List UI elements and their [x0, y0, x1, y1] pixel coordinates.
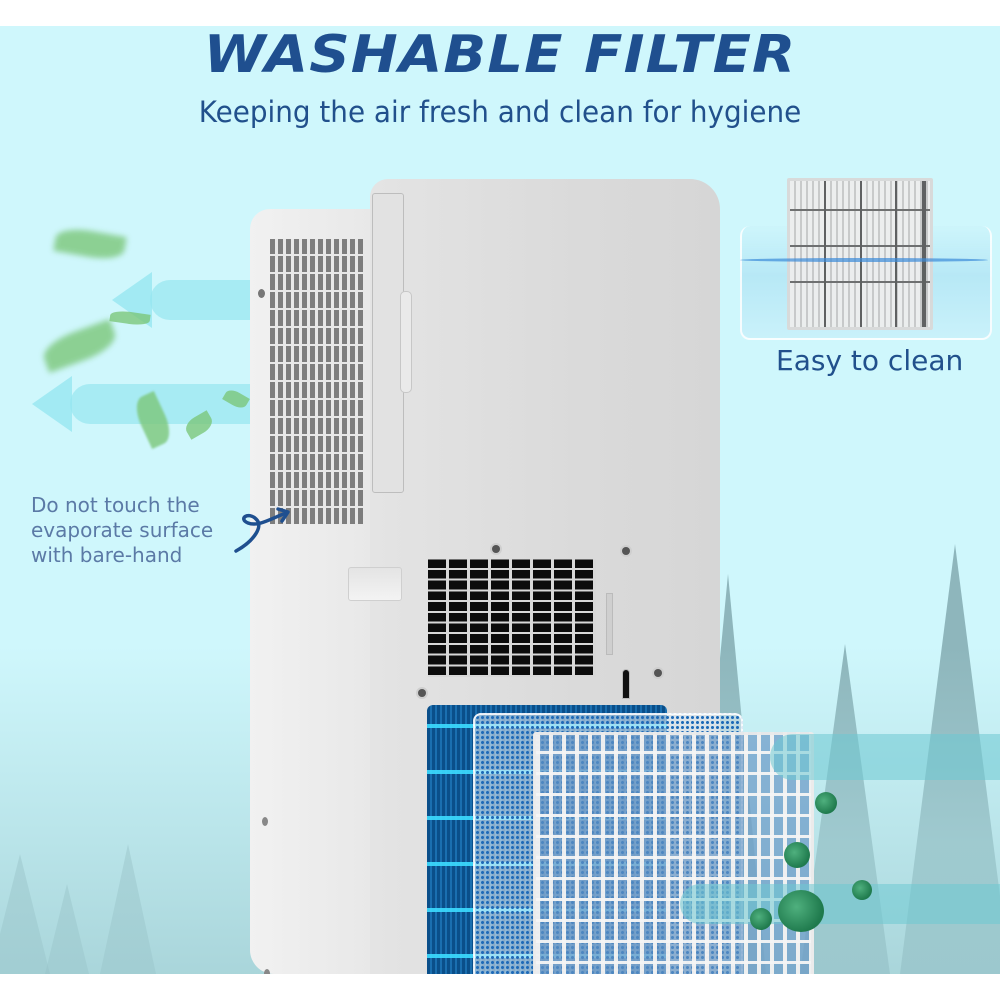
page-title: WASHABLE FILTER [203, 26, 797, 85]
airflow-arrow [680, 884, 1000, 924]
screw-icon [258, 289, 265, 298]
screw-icon [262, 817, 268, 826]
filter-rib [824, 181, 826, 327]
germ-icon [750, 908, 772, 930]
side-slot [606, 593, 613, 655]
warning-note: Do not touch the evaporate surface with … [31, 493, 213, 568]
white-grid-filter [533, 732, 814, 974]
filter-rib [860, 181, 862, 327]
screw-icon [264, 969, 270, 974]
washing-filter-image [787, 178, 933, 330]
arrow-head-icon [32, 376, 72, 432]
screw-icon [418, 689, 426, 697]
page-subtitle: Keeping the air fresh and clean for hygi… [198, 95, 802, 129]
germ-icon [784, 842, 810, 868]
drain-port [622, 669, 630, 699]
product-banner: WASHABLE FILTER Keeping the air fresh an… [0, 26, 1000, 974]
germ-icon [815, 792, 837, 814]
germ-icon [852, 880, 872, 900]
airflow-arrow [770, 734, 1000, 780]
screw-icon [654, 669, 662, 677]
airflow-arrow [150, 280, 250, 320]
screw-icon [622, 547, 630, 555]
note-line: evaporate surface [31, 518, 214, 542]
door-handle [400, 291, 412, 393]
side-vent-grille [270, 239, 365, 524]
carry-handle-recess [348, 567, 402, 601]
leaf-icon [53, 225, 127, 263]
pointer-arrow-icon [234, 507, 290, 553]
note-line: with bare-hand [31, 543, 183, 567]
filter-rib [895, 181, 897, 327]
inset-caption: Easy to clean [776, 344, 964, 377]
rear-intake-grille [428, 559, 596, 677]
screw-icon [492, 545, 500, 553]
germ-icon [778, 890, 824, 932]
filter-rib [922, 181, 926, 327]
leaf-icon [39, 319, 120, 373]
note-line: Do not touch the [31, 493, 200, 517]
water-line [740, 258, 988, 262]
